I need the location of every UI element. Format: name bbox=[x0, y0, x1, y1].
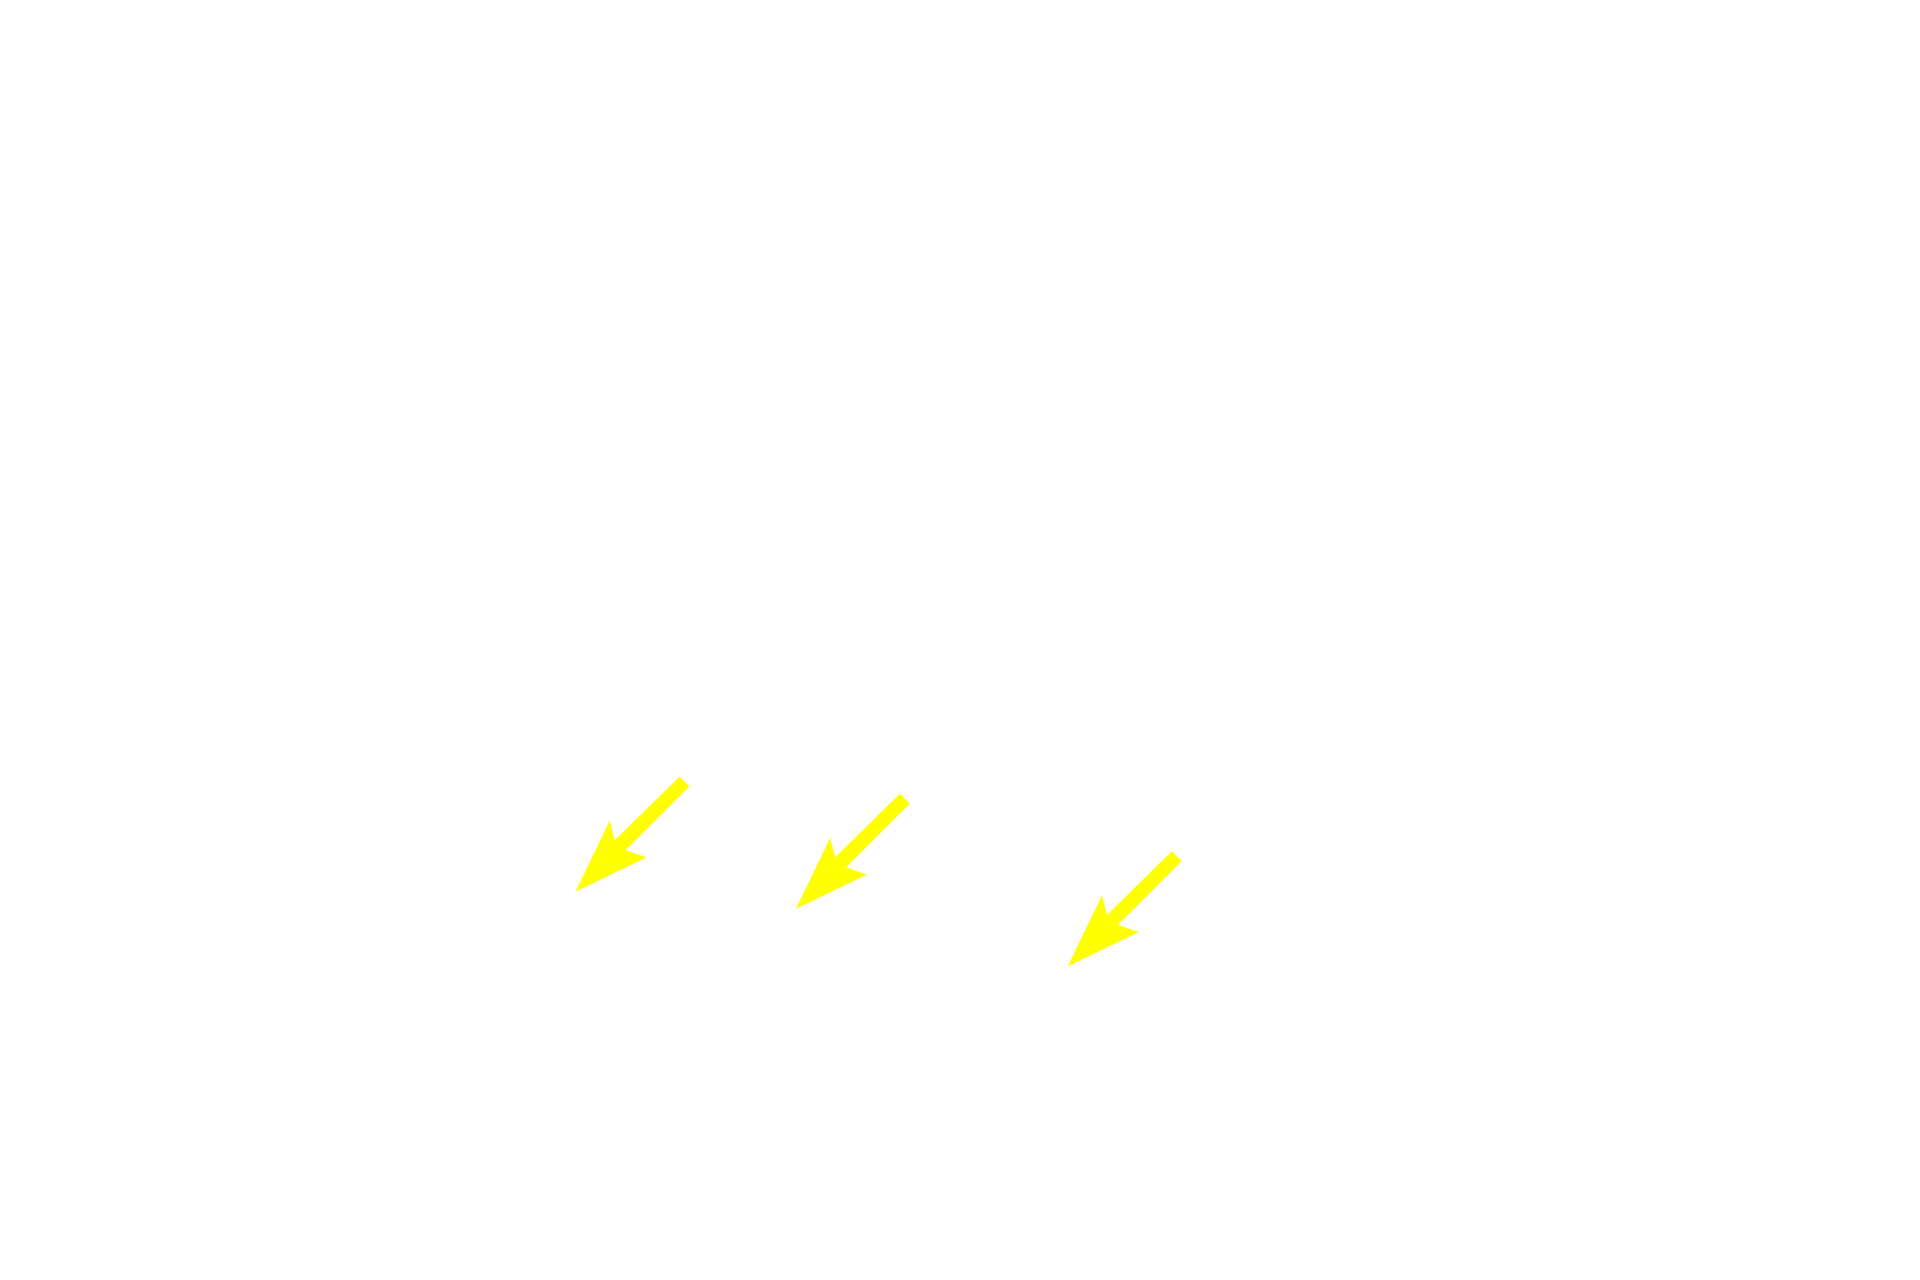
arrow-shape bbox=[1067, 851, 1182, 967]
arrow-down-left-icon bbox=[1067, 851, 1182, 967]
arrow-down-left-icon bbox=[795, 793, 910, 909]
arrow-down-left-icon bbox=[575, 776, 690, 892]
arrow-shape bbox=[795, 793, 910, 909]
arrow-shape bbox=[575, 776, 690, 892]
